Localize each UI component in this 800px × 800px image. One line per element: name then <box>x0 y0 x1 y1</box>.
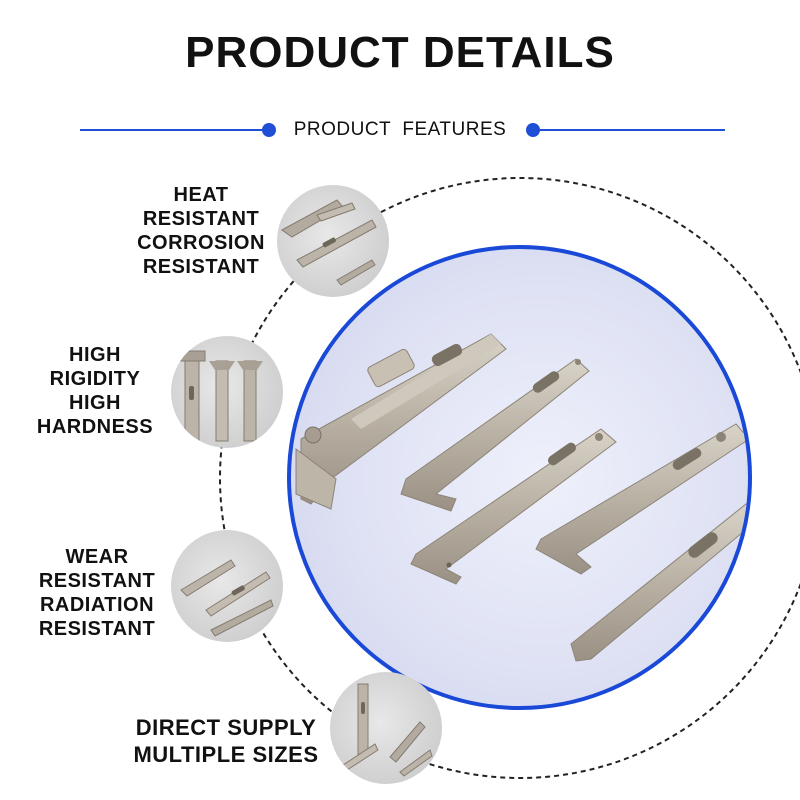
section-title: PRODUCT FEATURES <box>293 119 507 140</box>
feature-image-heat-resistant <box>277 185 389 297</box>
feature-label-wear-resistant: WEAR RESISTANT RADIATION RESISTANT <box>38 546 156 640</box>
page-title: PRODUCT DETAILS <box>185 28 615 77</box>
divider-dot-left <box>262 123 276 137</box>
feature-label-high-rigidity: HIGH RIGIDITY HIGH HARDNESS <box>36 344 154 438</box>
main-product-image <box>287 245 752 710</box>
bracket-piece <box>400 358 590 512</box>
feature-image-wear-resistant <box>171 530 283 642</box>
divider-line-right <box>535 129 725 131</box>
feature-image-multiple-sizes <box>330 672 442 784</box>
bracket-piece <box>295 333 507 510</box>
divider-dot-right <box>526 123 540 137</box>
feature-label-heat-resistant: HEAT RESISTANT CORROSION RESISTANT <box>137 184 265 278</box>
bracket-piece <box>410 428 617 585</box>
section-header: PRODUCT FEATURES <box>80 118 725 142</box>
divider-line-left <box>80 129 268 131</box>
brackets-illustration <box>295 333 748 662</box>
bracket-piece <box>535 423 748 575</box>
bracket-piece <box>570 503 748 662</box>
feature-label-direct-supply: DIRECT SUPPLY MULTIPLE SIZES <box>133 715 319 767</box>
feature-image-high-rigidity <box>171 336 283 448</box>
